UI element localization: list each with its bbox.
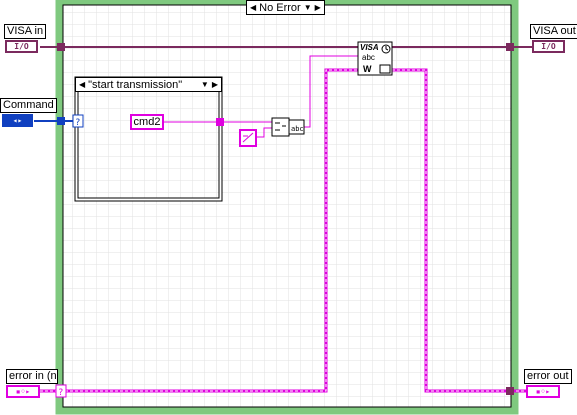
visa-out-terminal[interactable]: I/O xyxy=(532,40,565,53)
visa-in-terminal[interactable]: I/O xyxy=(5,40,38,53)
outer-case-selector-label: No Error xyxy=(259,1,301,14)
inner-case-selector-terminal[interactable] xyxy=(72,114,84,128)
build-path-wire-a[interactable] xyxy=(256,127,272,138)
error-out-label: error out xyxy=(524,369,572,384)
inner-case-selector-label: "start transmission" xyxy=(88,78,183,91)
outer-case-inner-border xyxy=(62,4,512,408)
format-glyph: abc xyxy=(291,125,304,133)
format-into-string-icon[interactable] xyxy=(288,119,305,135)
concatenate-glyph xyxy=(275,122,286,131)
error-cluster-icon: ▪◦▸ xyxy=(15,387,31,396)
visa-tunnel-in[interactable] xyxy=(57,43,65,51)
inner-case-selector[interactable]: ◀ "start transmission" ▼ ▶ xyxy=(75,77,222,92)
command-label: Command xyxy=(0,98,57,113)
selector-increment-icon[interactable]: ▶ xyxy=(314,3,321,12)
visa-out-terminal-text: I/O xyxy=(541,42,556,51)
visa-write-mark: W xyxy=(363,64,372,74)
visa-write-subtitle: abc xyxy=(362,53,375,62)
error-cluster-wire-in-core xyxy=(40,69,358,392)
inner-case-interior xyxy=(77,90,220,199)
error-out-cluster-icon: ▪◦▸ xyxy=(535,387,551,396)
visa-write-mark-box xyxy=(379,64,391,74)
selector-decrement-icon[interactable]: ◀ xyxy=(250,3,257,12)
string-tunnel-inner[interactable] xyxy=(216,118,224,126)
error-tunnel-out[interactable] xyxy=(506,387,514,395)
error-out-terminal[interactable]: ▪◦▸ xyxy=(526,385,560,398)
command-tunnel[interactable] xyxy=(57,117,65,125)
outer-case-selector-terminal[interactable] xyxy=(55,384,67,398)
command-terminal[interactable]: ◂▸ xyxy=(2,114,33,127)
inner-selector-increment-icon[interactable]: ▶ xyxy=(211,80,218,89)
selector-dropdown-icon[interactable]: ▼ xyxy=(303,3,312,12)
error-in-label: error in (no xyxy=(6,369,58,384)
path-constant-glyph xyxy=(242,132,254,143)
visa-in-terminal-text: I/O xyxy=(14,42,29,51)
cmd-string-constant[interactable]: cmd2 xyxy=(130,114,164,130)
inner-selector-dropdown-icon[interactable]: ▼ xyxy=(200,80,209,89)
concatenate-strings-icon[interactable] xyxy=(271,117,290,137)
outer-case-selector[interactable]: ◀ No Error ▼ ▶ xyxy=(246,0,325,15)
inner-case-selector-mark: ? xyxy=(75,118,80,128)
visa-tunnel-out[interactable] xyxy=(506,43,514,51)
visa-write-title: VISA xyxy=(360,43,379,52)
error-in-terminal[interactable]: ▪◦▸ xyxy=(6,385,40,398)
visa-write-clock-hands xyxy=(385,46,389,51)
visa-in-label: VISA in xyxy=(4,24,47,39)
outer-case-selector-mark: ? xyxy=(58,388,63,398)
inner-selector-decrement-icon[interactable]: ◀ xyxy=(79,80,86,89)
concat-to-write-wire[interactable] xyxy=(304,55,358,128)
visa-out-label: VISA out xyxy=(530,24,577,39)
enum-icon: ◂▸ xyxy=(12,116,23,125)
error-cluster-wire-out-core xyxy=(392,69,532,392)
